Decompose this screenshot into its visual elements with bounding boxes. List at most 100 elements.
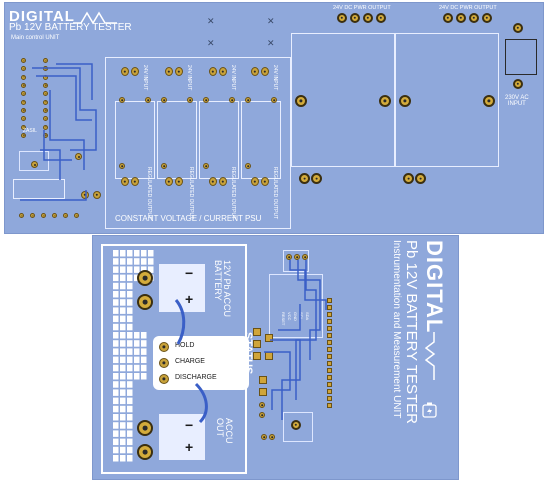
grid-cell bbox=[113, 274, 119, 282]
grid-cell bbox=[134, 258, 140, 265]
smd-pad bbox=[265, 334, 273, 342]
header-pin bbox=[327, 347, 332, 352]
psu-output-label: REGULATED OUTPUT bbox=[230, 167, 236, 220]
grid-cell bbox=[127, 258, 133, 265]
mount-pad bbox=[271, 97, 277, 103]
grid-cell bbox=[134, 356, 140, 364]
top-title-product: Pb 12V BATTERY TESTER bbox=[9, 22, 132, 33]
header-pin bbox=[327, 312, 332, 317]
hold-label: HOLD bbox=[175, 342, 195, 349]
grid-cell bbox=[113, 282, 119, 290]
psu-output-label: REGULATED OUTPUT bbox=[272, 167, 278, 220]
grid-cell bbox=[127, 364, 133, 372]
header-pin bbox=[327, 375, 332, 380]
bottom-title-digital: DIGITAL bbox=[422, 240, 447, 334]
mount-pad bbox=[187, 97, 193, 103]
grid-cell bbox=[127, 282, 133, 290]
heartbeat-logo-icon bbox=[73, 11, 117, 25]
grid-cell bbox=[120, 422, 126, 429]
transformer-pad bbox=[311, 173, 322, 184]
grid-cell bbox=[113, 250, 119, 257]
heartbeat-logo-icon bbox=[425, 332, 436, 380]
psu-output-pad bbox=[251, 177, 259, 186]
instrumentation-board: − + 12V Pb ACCU BATTERY HOLD CHARGE DISC… bbox=[92, 235, 459, 480]
grid-cell bbox=[113, 323, 119, 331]
top-title-digital: DIGITAL bbox=[9, 8, 75, 25]
battery-minus-sign: − bbox=[185, 265, 194, 281]
battery-logo-icon bbox=[422, 402, 437, 418]
pin-label-sda: SDA bbox=[305, 312, 310, 321]
grid-cell bbox=[120, 405, 126, 413]
accu-out-terminal-minus bbox=[137, 420, 153, 436]
psu-output-pad bbox=[219, 177, 227, 186]
sensor-module-outline bbox=[269, 274, 323, 338]
grid-cell bbox=[127, 340, 133, 347]
grid-cell bbox=[120, 455, 126, 462]
grid-cell bbox=[113, 438, 119, 446]
grid-cell bbox=[127, 266, 133, 273]
bottom-header-row bbox=[19, 213, 79, 219]
psu-input-label: 24V INPUT bbox=[272, 65, 278, 91]
grid-cell bbox=[120, 438, 126, 446]
grid-cell bbox=[120, 389, 126, 396]
mount-pad bbox=[161, 163, 167, 169]
grid-cell bbox=[113, 340, 119, 347]
grid-cell bbox=[134, 373, 140, 380]
header-pin bbox=[327, 319, 332, 324]
pwr-output-pin bbox=[337, 13, 347, 23]
smd-pad bbox=[253, 352, 261, 360]
header-pin bbox=[327, 368, 332, 373]
battery-terminal-plus bbox=[137, 294, 153, 310]
grid-cell bbox=[127, 291, 133, 298]
header-pin bbox=[302, 254, 308, 260]
pwr-output-label-left: 24V DC PWR OUTPUT bbox=[333, 5, 391, 11]
grid-cell bbox=[120, 340, 126, 347]
led-hold bbox=[159, 342, 169, 352]
mount-pad bbox=[245, 163, 251, 169]
pin-labels: RESET bbox=[281, 312, 286, 325]
transformer-pad bbox=[415, 173, 426, 184]
grid-cell bbox=[120, 307, 126, 314]
via-pad bbox=[31, 161, 38, 168]
accu-out-terminal-plus bbox=[137, 444, 153, 460]
grid-cell bbox=[134, 332, 140, 339]
header-pin bbox=[327, 361, 332, 366]
via-pad bbox=[269, 434, 275, 440]
pin-label-gnd: GND bbox=[293, 312, 298, 321]
header-pin bbox=[327, 389, 332, 394]
main-control-board: DIGITAL Pb 12V BATTERY TESTER Main contr… bbox=[4, 2, 544, 234]
grid-cell bbox=[127, 438, 133, 446]
battery-plus-sign: + bbox=[185, 291, 194, 307]
shunt-pad bbox=[291, 420, 301, 430]
grid-cell bbox=[127, 250, 133, 257]
via-pad bbox=[261, 434, 267, 440]
grid-cell bbox=[141, 348, 147, 355]
accu-plus-sign: + bbox=[185, 439, 194, 455]
header-pin bbox=[327, 298, 332, 303]
transformer-pad bbox=[483, 95, 495, 107]
grid-cell bbox=[120, 291, 126, 298]
grid-cell bbox=[113, 299, 119, 306]
psu-input-pad bbox=[261, 67, 269, 76]
psu-output-pad bbox=[261, 177, 269, 186]
pwr-output-pin bbox=[363, 13, 373, 23]
psu-output-label: REGULATED OUTPUT bbox=[146, 167, 152, 220]
ac-input-pad bbox=[513, 23, 523, 33]
mount-pad bbox=[119, 163, 125, 169]
transformer-pad bbox=[295, 95, 307, 107]
mount-hole-icon: ✕ bbox=[207, 16, 215, 26]
ac-input-label: 230V AC INPUT bbox=[505, 95, 529, 107]
grid-cell bbox=[113, 373, 119, 380]
psu-input-pad bbox=[121, 67, 129, 76]
psu-output-pad bbox=[175, 177, 183, 186]
smd-pad bbox=[253, 328, 261, 336]
grid-cell bbox=[148, 266, 154, 273]
grid-cell bbox=[141, 364, 147, 372]
grid-cell bbox=[113, 389, 119, 396]
grid-cell bbox=[113, 381, 119, 388]
grid-cell bbox=[113, 258, 119, 265]
grid-cell bbox=[141, 332, 147, 339]
status-label: STATUS bbox=[242, 332, 254, 375]
via-pad bbox=[81, 191, 89, 199]
grid-cell bbox=[120, 332, 126, 339]
